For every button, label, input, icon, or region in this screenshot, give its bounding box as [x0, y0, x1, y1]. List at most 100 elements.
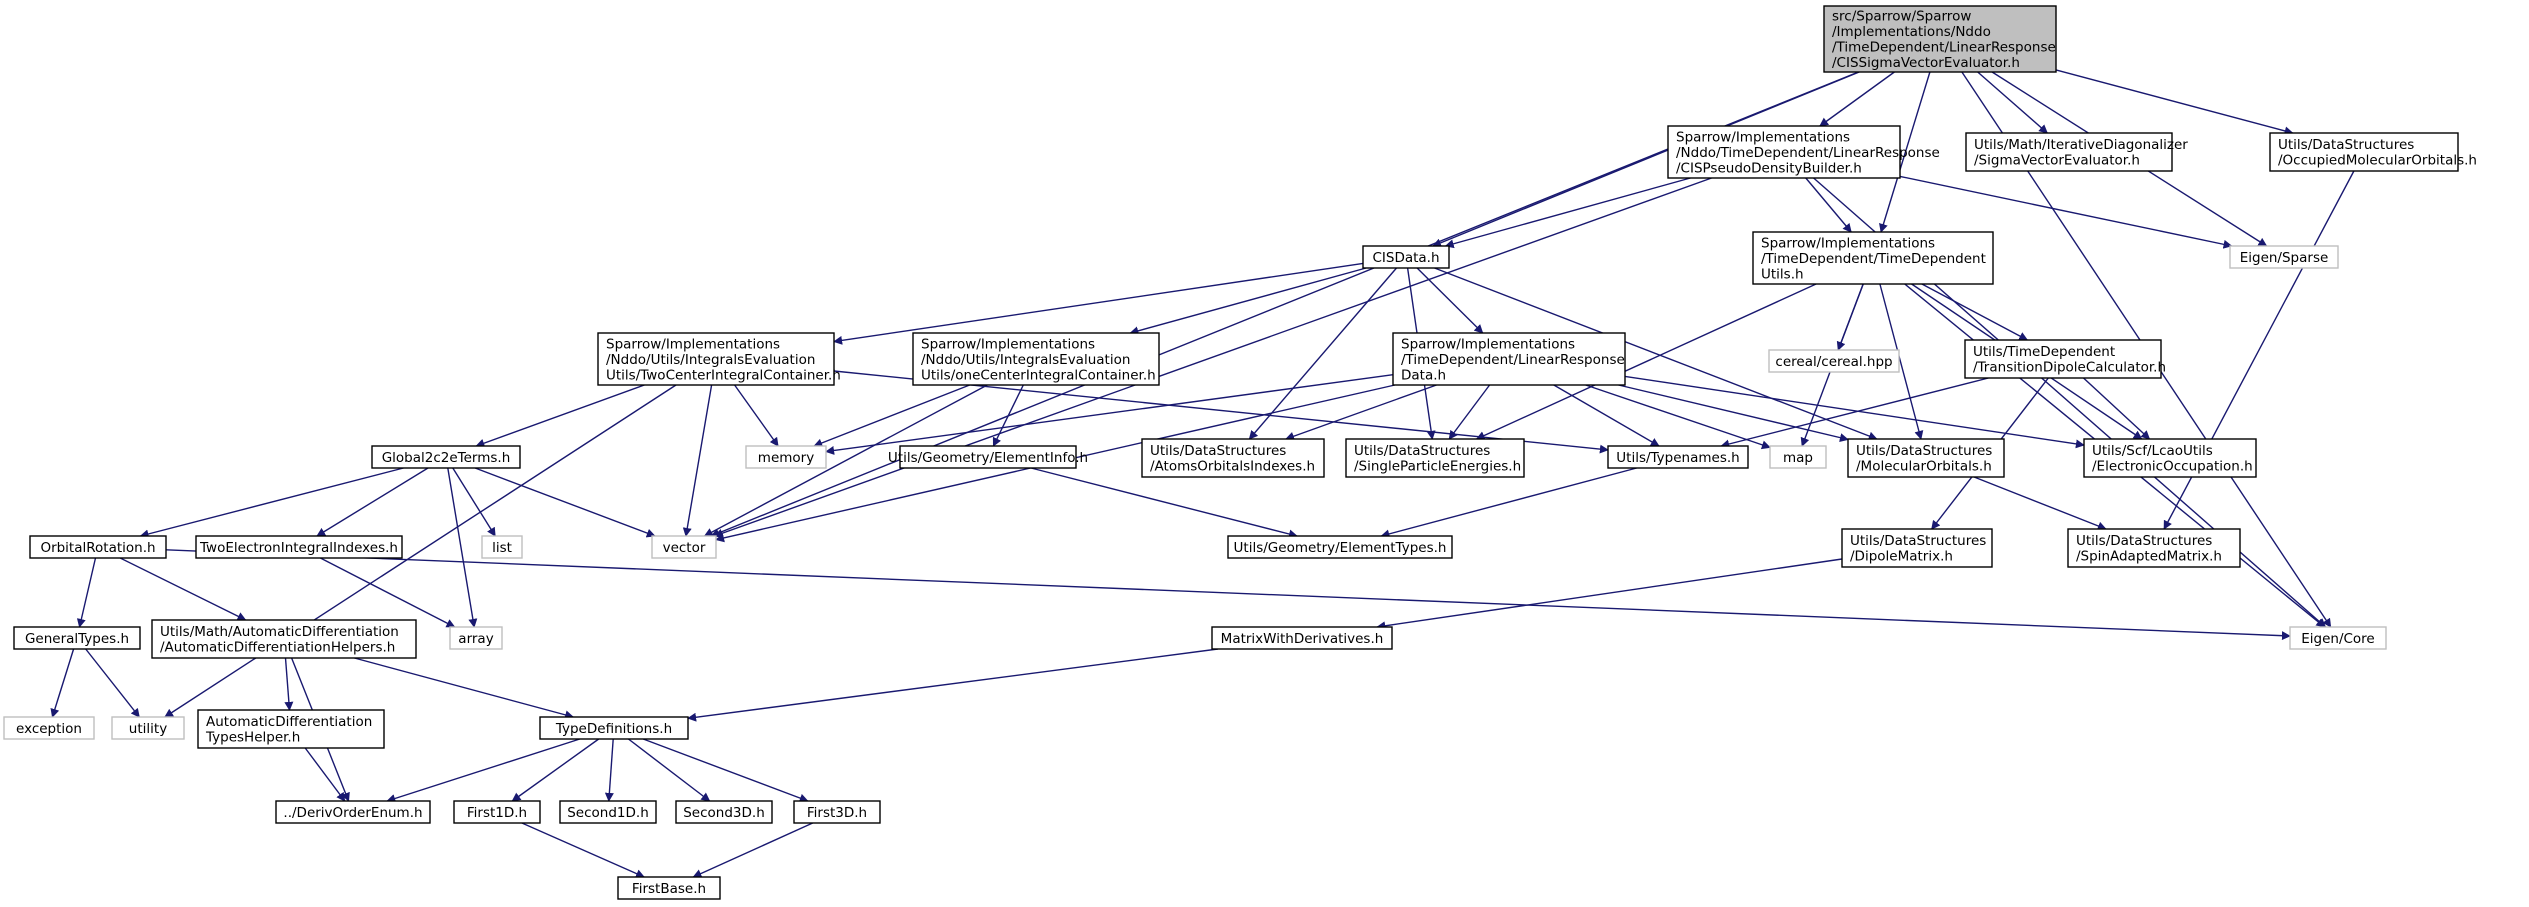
edge-typedefs-to-deriv	[386, 738, 581, 803]
node-label-line: utility	[129, 721, 167, 737]
node-label-line: CISData.h	[1372, 250, 1439, 266]
node-label-line: Utils/DataStructures	[1856, 443, 1992, 459]
node-aoi[interactable]: Utils/DataStructures/AtomsOrbitalsIndexe…	[1141, 438, 1325, 478]
node-label-line: Utils/TwoCenterIntegralContainer.h	[606, 367, 841, 383]
edge-pdb-to-vector	[713, 177, 1712, 538]
node-etypes[interactable]: Utils/Geometry/ElementTypes.h	[1227, 535, 1453, 559]
node-label-line: Utils/Math/IterativeDiagonalizer	[1974, 137, 2188, 153]
node-spe[interactable]: Utils/DataStructures/SingleParticleEnerg…	[1345, 438, 1525, 478]
node-label-line: /SingleParticleEnergies.h	[1354, 459, 1521, 475]
edge-lrdata-to-eocc	[1624, 375, 2085, 449]
node-label-line: Sparrow/Implementations	[606, 336, 780, 352]
node-label-line: MatrixWithDerivatives.h	[1221, 631, 1384, 647]
node-gtypes[interactable]: GeneralTypes.h	[13, 626, 141, 650]
node-cereal: cereal/cereal.hpp	[1768, 349, 1900, 373]
node-label-line: Eigen/Core	[2301, 631, 2375, 647]
node-einfo[interactable]: Utils/Geometry/ElementInfo.h	[888, 445, 1088, 469]
node-label-line: /SpinAdaptedMatrix.h	[2076, 549, 2222, 565]
node-exception: exception	[3, 716, 95, 740]
node-label-line: TypeDefinitions.h	[555, 721, 672, 737]
node-firstbase[interactable]: FirstBase.h	[617, 876, 721, 900]
edge-pdb-to-cisdata	[1444, 177, 1691, 249]
edge-twocenter-to-vector	[682, 384, 713, 537]
node-adh[interactable]: Utils/Math/AutomaticDifferentiation/Auto…	[151, 619, 417, 659]
node-first1d[interactable]: First1D.h	[453, 800, 541, 824]
edge-cisdata-to-aoi	[1248, 267, 1398, 440]
node-cisdata[interactable]: CISData.h	[1362, 245, 1450, 269]
node-tdc[interactable]: Utils/TimeDependent/TransitionDipoleCalc…	[1964, 339, 2166, 379]
node-list: list	[481, 535, 523, 559]
node-box	[111, 716, 185, 740]
node-box	[2229, 245, 2339, 269]
node-map: map	[1769, 445, 1827, 469]
node-svec[interactable]: Utils/Math/IterativeDiagonalizer/SigmaVe…	[1965, 132, 2188, 172]
node-utility: utility	[111, 716, 185, 740]
node-root[interactable]: src/Sparrow/Sparrow/Implementations/Nddo…	[1823, 5, 2057, 73]
node-box	[151, 619, 417, 659]
edge-gtypes-to-exception	[50, 648, 75, 718]
node-ecore: Eigen/Core	[2289, 626, 2387, 650]
node-label-line: map	[1783, 450, 1813, 466]
edge-mwd-to-typedefs	[687, 648, 1218, 722]
node-label-line: First1D.h	[467, 805, 527, 821]
node-box	[1823, 5, 2057, 73]
node-label-line: AutomaticDifferentiation	[206, 714, 372, 730]
node-label-line: src/Sparrow/Sparrow	[1832, 9, 1971, 25]
edge-cisdata-to-onecenter	[1129, 267, 1367, 336]
node-label-line: Utils/Geometry/ElementTypes.h	[1234, 540, 1447, 556]
node-lrdata[interactable]: Sparrow/Implementations/TimeDependent/Li…	[1392, 332, 1626, 386]
node-mwd[interactable]: MatrixWithDerivatives.h	[1211, 626, 1393, 650]
edge-twocenter-to-memory	[734, 384, 779, 447]
edge-root-to-tdutils	[1879, 71, 1931, 233]
edge-pdb-to-sparse	[1899, 175, 2233, 249]
node-first3d[interactable]: First3D.h	[793, 800, 881, 824]
node-tdutils[interactable]: Sparrow/Implementations/TimeDependent/Ti…	[1752, 231, 1994, 285]
node-second3d[interactable]: Second3D.h	[675, 800, 773, 824]
node-box	[1769, 445, 1827, 469]
node-box	[453, 800, 541, 824]
node-global2c[interactable]: Global2c2eTerms.h	[371, 445, 521, 469]
edge-global2c-to-orot	[139, 467, 404, 539]
edge-onecenter-to-vector	[703, 384, 988, 537]
node-box	[912, 332, 1160, 386]
node-second1d[interactable]: Second1D.h	[559, 800, 657, 824]
node-label-line: /AutomaticDifferentiationHelpers.h	[160, 640, 395, 656]
node-deriv[interactable]: ../DerivOrderEnum.h	[275, 800, 431, 824]
node-label-line: vector	[663, 540, 706, 556]
node-box	[651, 535, 717, 559]
edge-lrdata-to-aoi	[1285, 384, 1437, 441]
node-orot[interactable]: OrbitalRotation.h	[29, 535, 167, 559]
node-label-line: /TransitionDipoleCalculator.h	[1973, 360, 2166, 376]
node-typedefs[interactable]: TypeDefinitions.h	[539, 716, 689, 740]
node-sam[interactable]: Utils/DataStructures/SpinAdaptedMatrix.h	[2067, 528, 2241, 568]
node-label-line: Data.h	[1401, 367, 1446, 383]
node-label-line: Utils/DataStructures	[2076, 533, 2212, 549]
node-pdb[interactable]: Sparrow/Implementations/Nddo/TimeDepende…	[1667, 125, 1940, 179]
edge-orot-to-ecore	[165, 549, 2291, 641]
edge-root-to-occ	[2055, 69, 2294, 136]
node-label-line: array	[458, 631, 493, 647]
node-twocenter[interactable]: Sparrow/Implementations/Nddo/Utils/Integ…	[597, 332, 841, 386]
node-label-line: /CISPseudoDensityBuilder.h	[1676, 160, 1862, 176]
node-teii[interactable]: TwoElectronIntegralIndexes.h	[195, 535, 403, 559]
node-label-line: /Nddo/TimeDependent/LinearResponse	[1676, 145, 1940, 161]
node-box	[1768, 349, 1900, 373]
node-typenames[interactable]: Utils/Typenames.h	[1607, 445, 1749, 469]
edge-cisdata-to-twocenter	[833, 262, 1364, 345]
edge-lrdata-to-mo	[1618, 384, 1849, 443]
node-label-line: Utils/Math/AutomaticDifferentiation	[160, 624, 399, 640]
node-box	[1667, 125, 1901, 179]
edge-typedefs-to-second1d	[604, 738, 614, 802]
edge-lrdata-to-map	[1585, 384, 1771, 450]
node-box	[13, 626, 141, 650]
node-onecenter[interactable]: Sparrow/Implementations/Nddo/Utils/Integ…	[912, 332, 1160, 386]
node-dipole[interactable]: Utils/DataStructures/DipoleMatrix.h	[1841, 528, 1993, 568]
node-label-line: Global2c2eTerms.h	[382, 450, 511, 466]
node-label-line: Utils/DataStructures	[1354, 443, 1490, 459]
node-occ[interactable]: Utils/DataStructures/OccupiedMolecularOr…	[2269, 132, 2477, 172]
edge-einfo-to-etypes	[1030, 467, 1298, 539]
node-mo[interactable]: Utils/DataStructures/MolecularOrbitals.h	[1847, 438, 2005, 478]
node-eocc[interactable]: Utils/Scf/LcaoUtils/ElectronicOccupation…	[2083, 438, 2257, 478]
